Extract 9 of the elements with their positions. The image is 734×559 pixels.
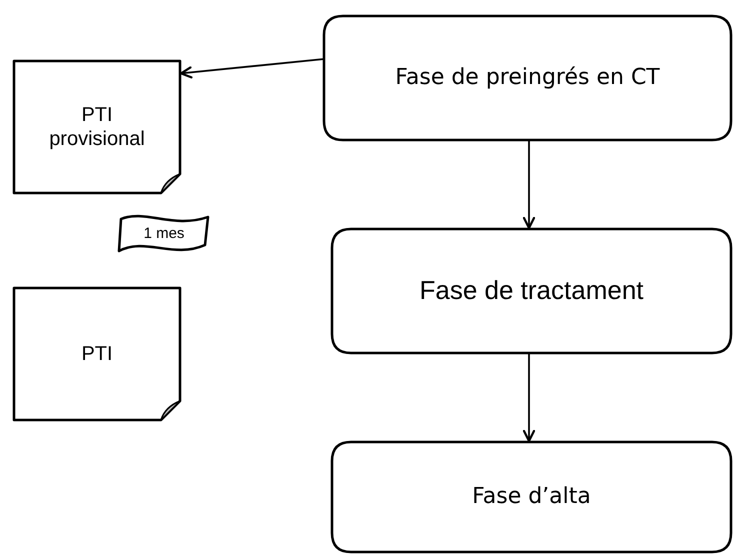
node-text: Fase de tractament	[420, 275, 644, 307]
node-text: PTI provisional	[48, 103, 146, 151]
node-text: 1 mes	[144, 225, 184, 243]
arrow	[522, 354, 536, 442]
arrow	[180, 58, 324, 78]
node-text: Fase de preingrés en CT	[395, 64, 660, 92]
node-text: PTI	[80, 342, 114, 366]
node-text: Fase d’alta	[472, 484, 591, 510]
arrow	[522, 141, 536, 230]
